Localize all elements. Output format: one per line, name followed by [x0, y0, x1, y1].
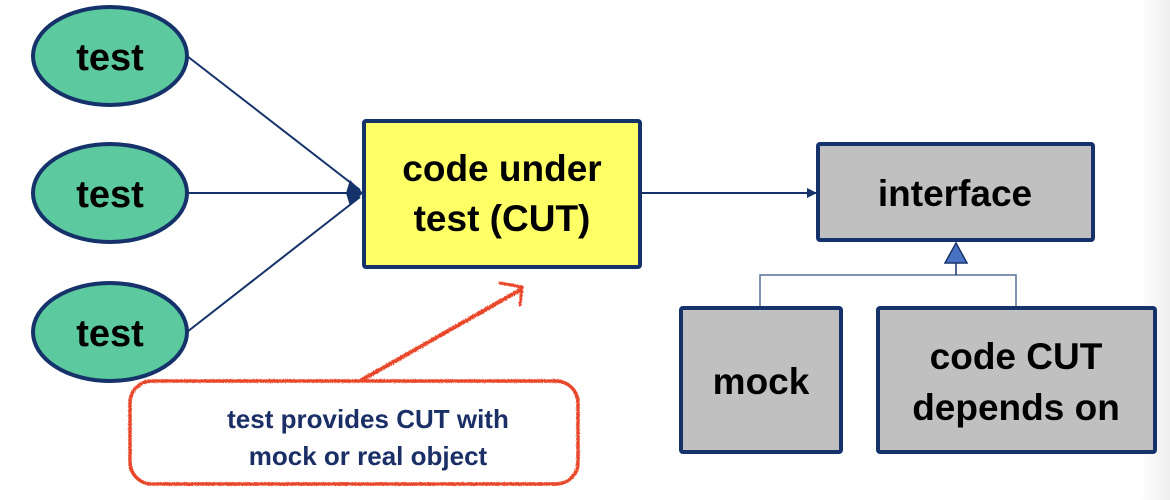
interface-label: interface [878, 173, 1032, 214]
test-node-label: test [76, 37, 144, 79]
test-node-3: test [31, 281, 189, 383]
callout-text-line2: mock or real object [249, 441, 488, 471]
mock-node: mock [679, 306, 843, 454]
cut-label-line2: test (CUT) [414, 198, 591, 239]
mock-label: mock [713, 361, 810, 402]
callout-text-line1: test provides CUT with [227, 404, 509, 434]
callout [128, 281, 580, 486]
edge-test3-to-cut [186, 196, 361, 333]
inheritance-triangle-icon [943, 241, 969, 264]
merge-arrowhead-icon [346, 180, 363, 206]
test-node-2: test [31, 142, 189, 244]
callout-arrowhead-icon [498, 281, 524, 307]
test-node-label: test [76, 313, 144, 355]
callout-pointer-arrow [358, 288, 522, 383]
interface-node: interface [816, 142, 1095, 242]
test-node-label: test [76, 174, 144, 216]
callout-box [128, 379, 580, 486]
edge-test1-to-cut [186, 55, 361, 191]
cut-label-line1: code under [402, 148, 601, 189]
dependency-node: code CUT depends on [876, 306, 1157, 454]
dependency-label-line2: depends on [912, 387, 1120, 428]
cut-node: code under test (CUT) [362, 119, 642, 269]
dependency-label-line1: code CUT [930, 336, 1103, 377]
test-node-1: test [31, 5, 189, 107]
inheritance-connector [759, 274, 1017, 307]
